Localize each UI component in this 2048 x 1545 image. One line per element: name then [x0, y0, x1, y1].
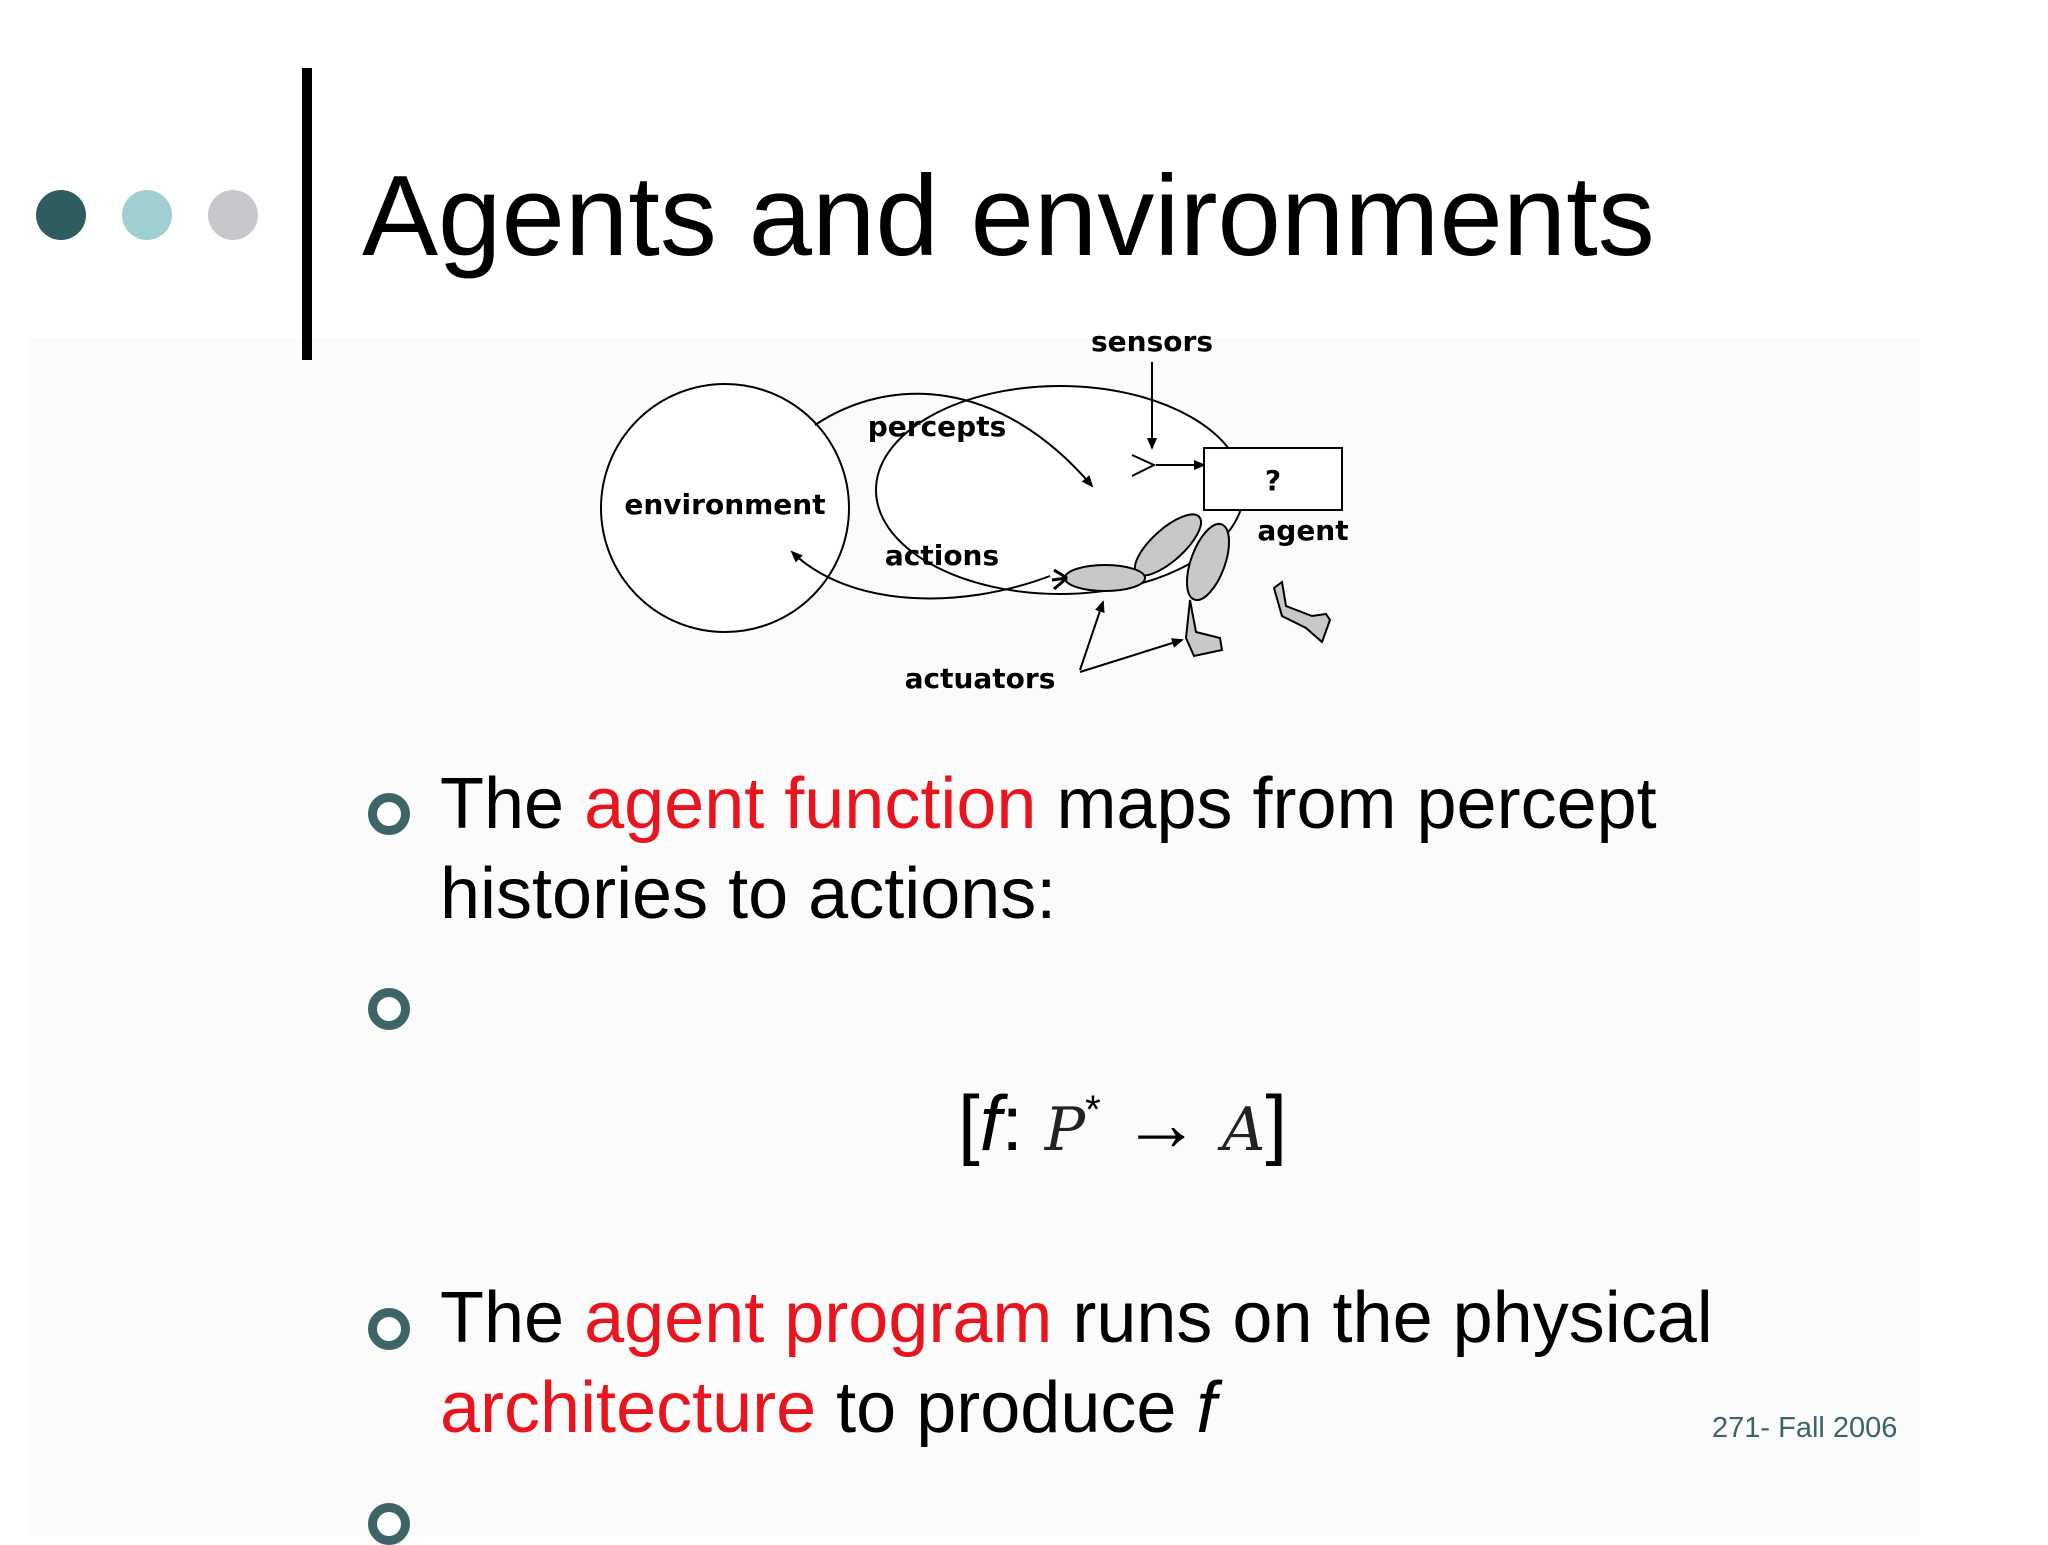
bullet-text-agent-program-line2: architecture to produce f [440, 1368, 1217, 1448]
bullet-marker-2 [368, 988, 410, 1030]
actuator-leg-back [1272, 580, 1332, 644]
actuator-leg-lower [1184, 599, 1224, 658]
label-percepts: percepts [868, 410, 1007, 443]
actuators-arrow-hand [1079, 600, 1105, 671]
label-actions: actions [885, 539, 999, 572]
environment-circle [600, 383, 850, 633]
percept-set-symbol: P [1044, 1095, 1086, 1165]
label-actuators: actuators [905, 662, 1056, 695]
agent-program-box-label: ? [1265, 464, 1281, 497]
percepts-arrow [814, 392, 1094, 488]
actions-arrow [790, 550, 1051, 600]
bullet-marker-1 [368, 793, 410, 835]
actuators-arrow-leg [1079, 638, 1184, 673]
action-set-symbol: A [1221, 1095, 1266, 1165]
actuator-leg-upper [1185, 522, 1231, 602]
title-divider [302, 68, 312, 360]
actuator-hand-icon [1051, 568, 1068, 591]
slide-footer: 271- Fall 2006 [1712, 1412, 1898, 1444]
actuator-forearm [1064, 564, 1146, 592]
decor-dot-dark [36, 190, 86, 240]
agent-function-formula: [f: P* → A] [958, 1079, 1287, 1167]
bullet-marker-3 [368, 1308, 410, 1350]
label-sensors: sensors [1091, 325, 1213, 358]
highlight-agent-function: agent function [584, 764, 1037, 844]
decor-dot-light [208, 190, 258, 240]
bullet-marker-4 [368, 1503, 410, 1545]
bullet-text-agent-function: The agent function maps from percept [440, 764, 1657, 844]
label-agent: agent [1257, 514, 1348, 547]
maps-to-arrow: → [1100, 1079, 1222, 1167]
agent-environment-diagram: ? sensors percepts environment actions a… [600, 325, 1349, 695]
agent-program-box [1203, 447, 1343, 511]
label-environment: environment [624, 488, 825, 521]
highlight-agent-program: agent program [584, 1278, 1053, 1358]
decor-dot-mid [122, 190, 172, 240]
slide-title: Agents and environments [362, 153, 1655, 280]
bullet-text-agent-program: The agent program runs on the physical [440, 1278, 1713, 1358]
highlight-architecture: architecture [440, 1368, 817, 1448]
bullet-text-agent-function-line2: histories to actions: [440, 854, 1057, 934]
sensor-eye-icon [1131, 454, 1157, 477]
